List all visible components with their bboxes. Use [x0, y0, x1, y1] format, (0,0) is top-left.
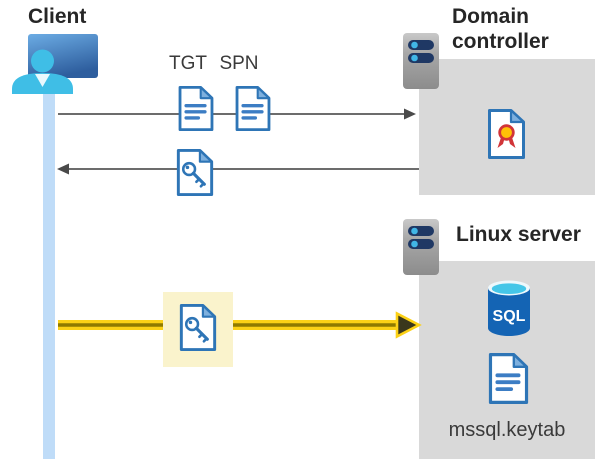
service-ticket-response-arrow: [57, 163, 419, 175]
service-ticket-key-document-icon: [176, 148, 214, 197]
tgt-document-icon: [178, 85, 214, 132]
client-lifeline: [43, 88, 55, 459]
linux-server-label: Linux server: [456, 223, 581, 246]
keytab-document-icon: [488, 352, 529, 405]
linux-server-icon: [403, 219, 439, 275]
certificate-document-icon: [488, 109, 525, 159]
client-workstation-icon: [12, 34, 98, 94]
spn-document-icon: [235, 85, 271, 132]
sql-badge-text: SQL: [493, 308, 526, 325]
client-label: Client: [28, 5, 87, 28]
user-icon: [12, 49, 73, 94]
domain-controller-label: Domain controller: [452, 5, 549, 53]
domain-controller-server-icon: [403, 33, 439, 89]
sql-database-icon: SQL: [488, 280, 530, 336]
service-ticket-key-document-highlighted-icon: [179, 303, 217, 352]
tgt-label: TGT: [169, 53, 207, 74]
spn-label: SPN: [219, 53, 259, 74]
keytab-filename: mssql.keytab: [448, 419, 566, 441]
authenticated-connection-arrow: [58, 311, 422, 339]
